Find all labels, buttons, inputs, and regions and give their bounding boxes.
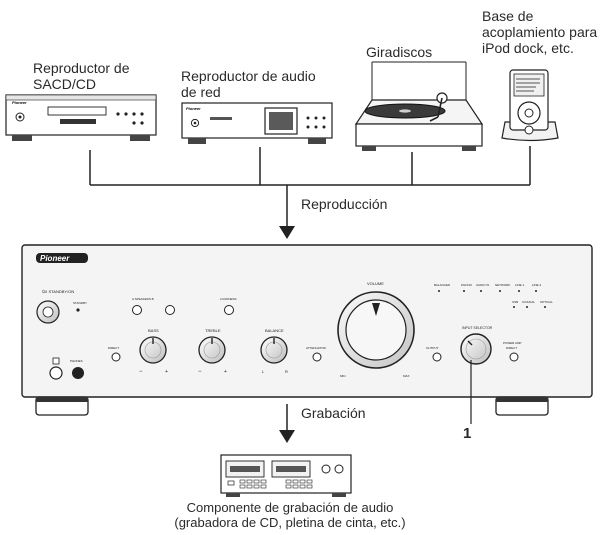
svg-text:⏻/I STANDBY/ON: ⏻/I STANDBY/ON	[42, 289, 74, 294]
svg-text:Pioneer: Pioneer	[186, 106, 201, 111]
svg-text:MIN: MIN	[340, 374, 346, 378]
recorder-illustration	[220, 454, 352, 497]
svg-text:OUTPUT: OUTPUT	[426, 346, 439, 350]
playback-connection-lines	[89, 146, 531, 226]
svg-text:OPTICAL: OPTICAL	[540, 300, 553, 304]
svg-text:LINE 2: LINE 2	[532, 283, 542, 287]
svg-text:Pioneer: Pioneer	[40, 254, 70, 263]
network-player-illustration: Pioneer	[181, 102, 333, 144]
network-label-line-2: de red	[181, 84, 221, 101]
svg-text:LOUDNESS: LOUDNESS	[220, 297, 237, 301]
playback-label: Reproducción	[301, 196, 388, 212]
recording-arrowhead	[279, 430, 295, 443]
recorder-caption-line-1: Componente de grabación de audio	[186, 500, 394, 515]
svg-text:TREBLE: TREBLE	[205, 328, 221, 333]
svg-text:NETWORK: NETWORK	[495, 283, 510, 287]
svg-text:DIRECT: DIRECT	[506, 346, 517, 350]
svg-text:+: +	[165, 369, 168, 375]
ipod-label-line-2: acoplamiento para	[482, 24, 598, 41]
svg-text:+: +	[224, 369, 227, 375]
recorder-caption: Componente de grabación de audio (grabad…	[130, 500, 450, 531]
svg-text:COAXIAL: COAXIAL	[522, 300, 535, 304]
ipod-label-line-3: iPod dock, etc.	[482, 40, 574, 57]
svg-text:−: −	[198, 369, 202, 375]
sacd-player-label: Reproductor de SACD/CD	[33, 60, 130, 92]
svg-text:MAX: MAX	[403, 374, 410, 378]
svg-text:−: −	[139, 369, 143, 375]
svg-text:STANDBY: STANDBY	[73, 301, 87, 305]
svg-text:POWER AMP: POWER AMP	[503, 341, 522, 345]
callout-number: 1	[463, 425, 472, 442]
svg-text:BASS: BASS	[148, 328, 159, 333]
svg-text:A SPEAKERS B: A SPEAKERS B	[132, 297, 154, 301]
ipod-label-line-1: Base de	[482, 8, 534, 24]
svg-text:PHONES: PHONES	[70, 359, 83, 363]
svg-text:VOLUME: VOLUME	[367, 281, 384, 286]
recorder-caption-line-2: (grabadora de CD, pletina de cinta, etc.…	[174, 514, 406, 530]
network-player-label: Reproductor de audio de red	[181, 68, 316, 100]
svg-text:L: L	[262, 369, 265, 374]
svg-text:INPUT SELECTOR: INPUT SELECTOR	[462, 326, 493, 330]
turntable-illustration	[354, 61, 484, 151]
amplifier-illustration: Pioneer ⏻/I STANDBY/ON STANDBY PHONES DI…	[21, 244, 593, 416]
svg-text:R: R	[285, 369, 288, 374]
svg-text:PHONO: PHONO	[461, 283, 473, 287]
sacd-label-line-2: SACD/CD	[33, 76, 97, 93]
svg-text:AUDIO IN: AUDIO IN	[476, 283, 489, 287]
ipod-dock-illustration	[501, 69, 559, 142]
svg-text:USB: USB	[512, 300, 518, 304]
svg-text:BALANCED: BALANCED	[434, 283, 451, 287]
turntable-label: Giradiscos	[366, 44, 433, 60]
svg-text:LINE 1: LINE 1	[515, 283, 525, 287]
recording-label: Grabación	[301, 405, 366, 421]
svg-text:DIRECT: DIRECT	[108, 346, 119, 350]
sacd-label-line-1: Reproductor de	[33, 60, 130, 76]
network-label-line-1: Reproductor de audio	[181, 68, 316, 84]
playback-arrowhead	[279, 226, 295, 239]
ipod-dock-label: Base de acoplamiento para iPod dock, etc…	[482, 8, 597, 56]
svg-text:Pioneer: Pioneer	[12, 100, 27, 105]
svg-text:BALANCE: BALANCE	[265, 328, 284, 333]
svg-text:ATTENUATOR: ATTENUATOR	[306, 346, 327, 350]
sacd-player-illustration: Pioneer	[5, 94, 157, 141]
